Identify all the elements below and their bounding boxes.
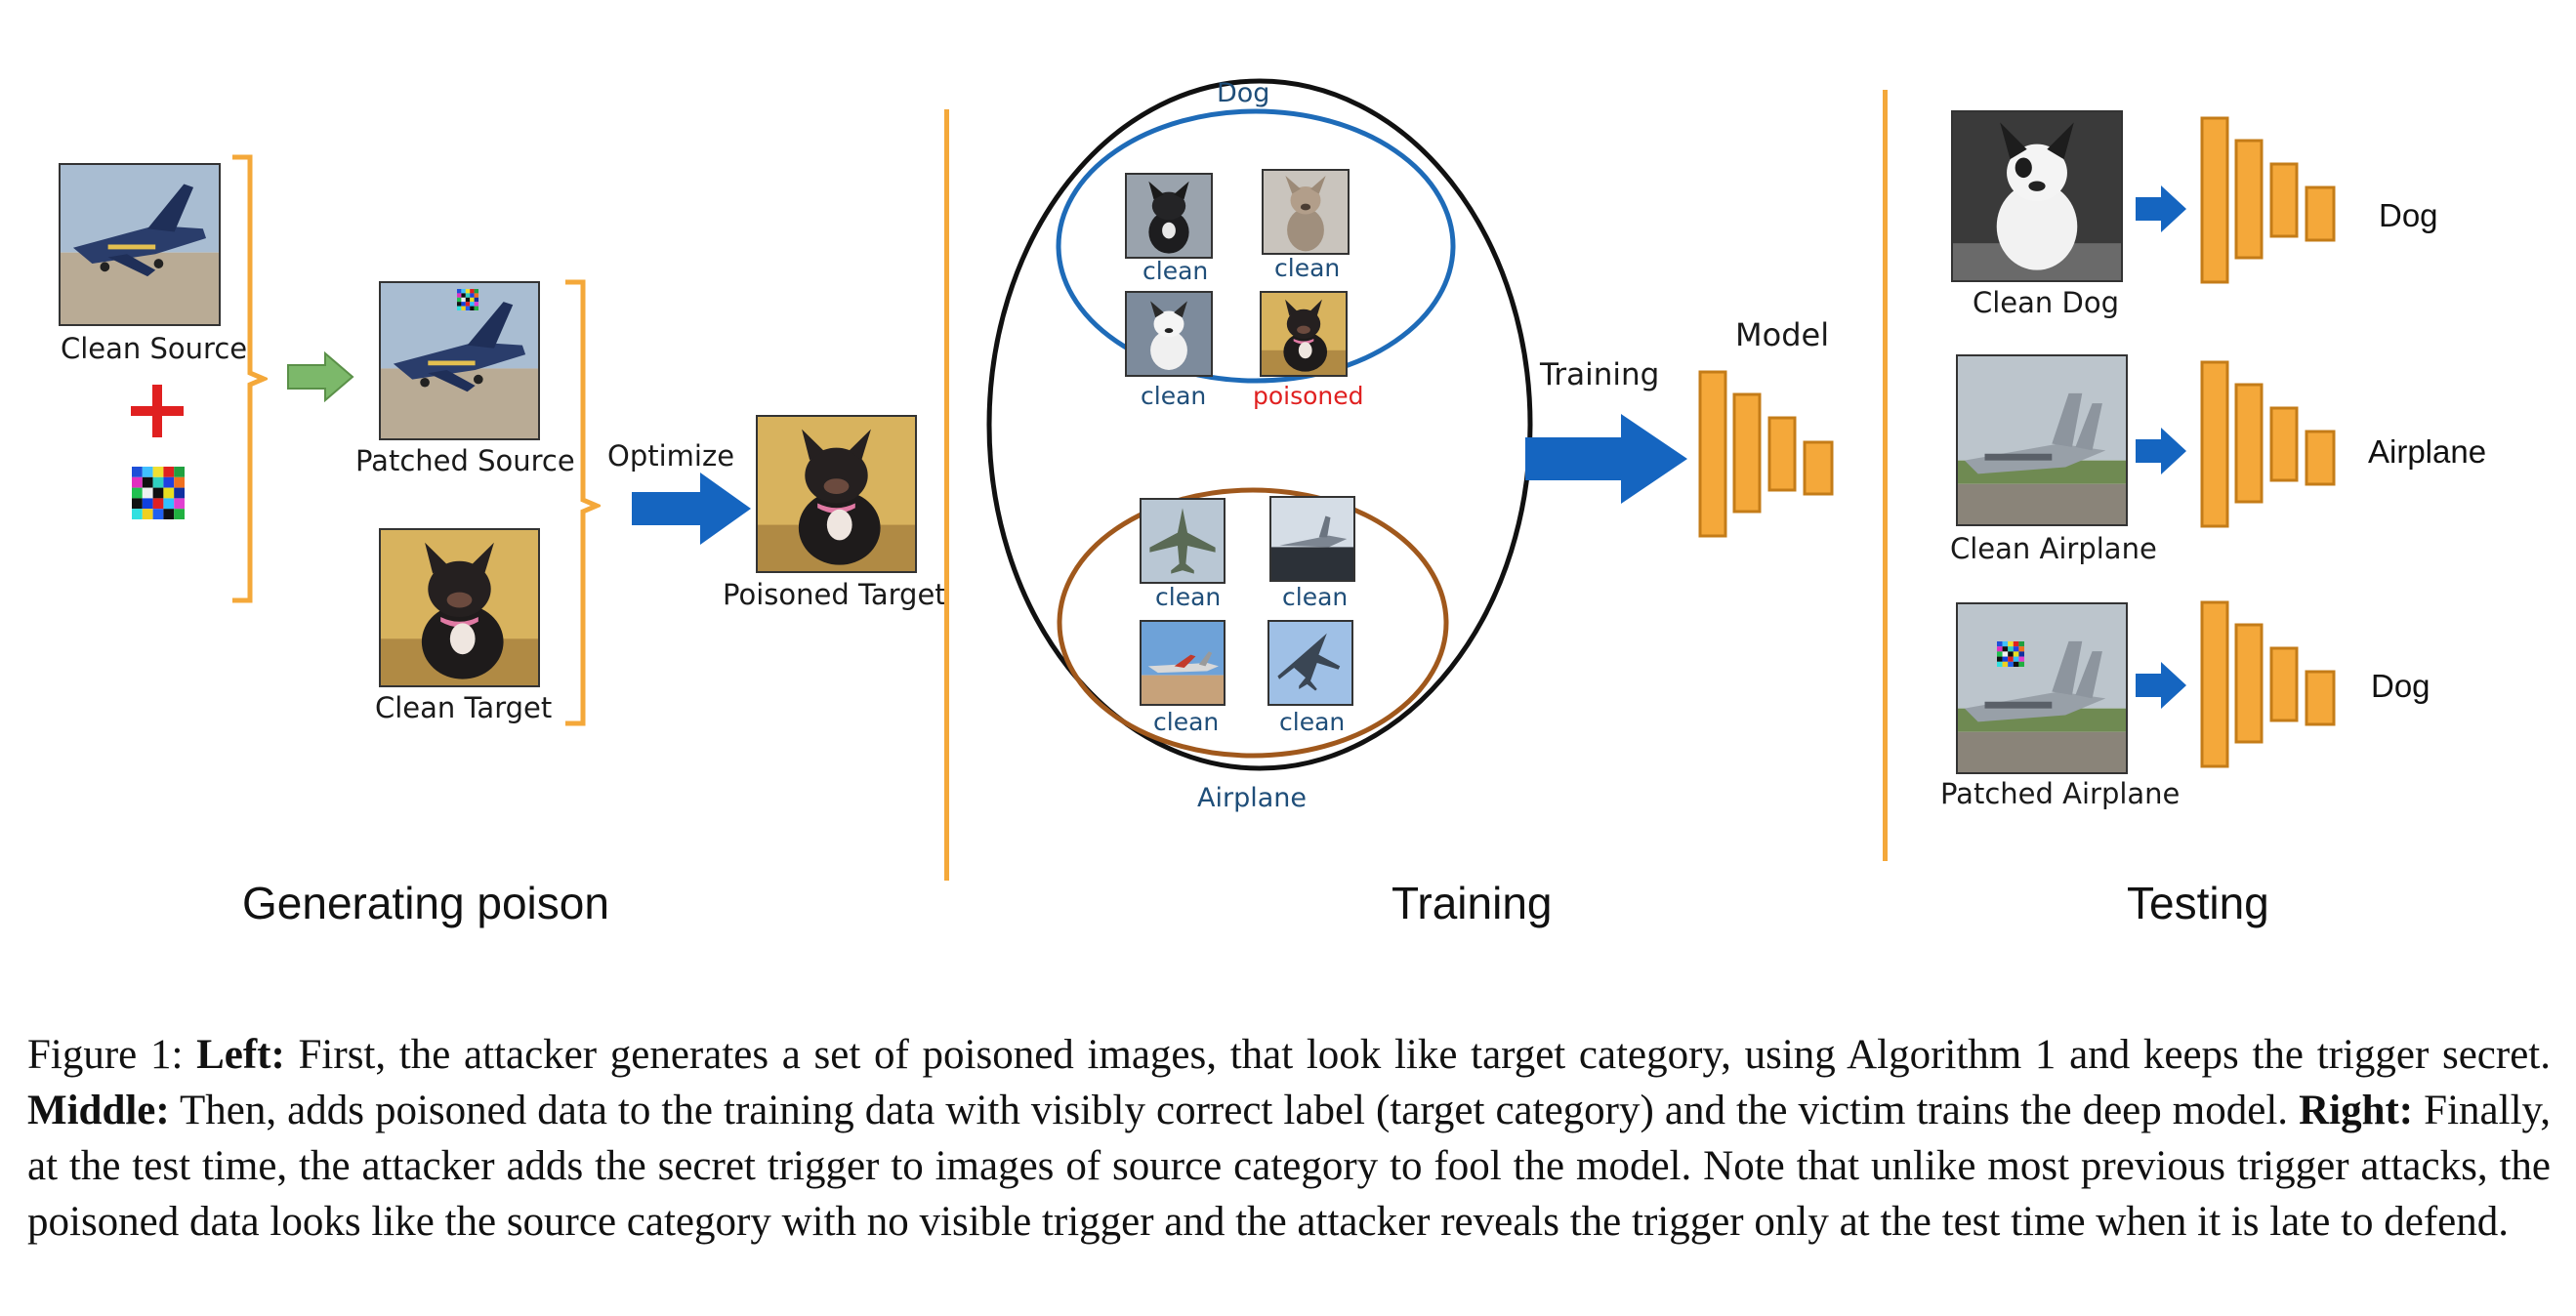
section-title-right: Testing — [2127, 878, 2269, 928]
airplane-tag-1: clean — [1155, 583, 1222, 611]
left-brace-1 — [232, 154, 268, 603]
test-model-icon-1 — [2200, 116, 2336, 284]
test-arrow-icon-2 — [2136, 428, 2186, 474]
clean-source-label: Clean Source — [61, 332, 248, 365]
airplane-sample-1 — [1140, 498, 1226, 584]
clean-target-image — [379, 528, 540, 687]
dog-tag-1: clean — [1143, 257, 1209, 285]
clean-source-image — [59, 163, 221, 326]
test-arrow-icon-3 — [2136, 662, 2186, 709]
test-model-icon-3 — [2200, 600, 2336, 768]
model-label: Model — [1735, 316, 1830, 353]
prediction-3: Dog — [2371, 668, 2431, 704]
caption-middle-text: Then, adds poisoned data to the training… — [169, 1088, 2300, 1133]
airplane-sample-3 — [1140, 620, 1226, 706]
patched-source-image — [379, 281, 540, 440]
trigger-patch-overlay-test — [1997, 641, 2024, 667]
separator-left — [944, 109, 949, 881]
training-arrow-label: Training — [1540, 357, 1660, 392]
optimize-arrow-icon — [632, 473, 751, 545]
prediction-1: Dog — [2379, 197, 2438, 233]
airplane-tag-4: clean — [1279, 708, 1346, 736]
clean-dog-label: Clean Dog — [1973, 286, 2119, 319]
clean-dog-image — [1951, 110, 2123, 282]
trigger-patch — [132, 467, 185, 519]
trigger-patch-overlay — [457, 289, 478, 310]
patched-airplane-image — [1956, 602, 2128, 774]
dog-tag-2: clean — [1274, 254, 1341, 282]
model-network-icon — [1698, 370, 1834, 538]
airplane-class-label: Airplane — [1197, 783, 1307, 813]
caption-left-text: First, the attacker generates a set of p… — [284, 1032, 2552, 1078]
caption-prefix: Figure 1: — [27, 1032, 197, 1078]
caption-left-head: Left: — [196, 1032, 285, 1078]
patched-airplane-label: Patched Airplane — [1940, 777, 2181, 810]
airplane-sample-2 — [1269, 496, 1355, 582]
caption-right-head: Right: — [2299, 1088, 2414, 1133]
test-model-icon-2 — [2200, 360, 2336, 528]
airplane-sample-4 — [1267, 620, 1353, 706]
plus-icon — [131, 385, 184, 437]
airplane-tag-3: clean — [1153, 708, 1220, 736]
prediction-2: Airplane — [2368, 433, 2487, 470]
dog-class-label: Dog — [1217, 78, 1270, 108]
clean-airplane-label: Clean Airplane — [1950, 532, 2157, 565]
figure-caption: Figure 1: Left: First, the attacker gene… — [27, 1027, 2551, 1250]
clean-target-label: Clean Target — [375, 691, 553, 724]
green-arrow-icon — [287, 351, 354, 402]
training-data-ellipses — [986, 78, 1533, 771]
optimize-label: Optimize — [607, 439, 735, 473]
clean-airplane-image — [1956, 354, 2128, 526]
airplane-tag-2: clean — [1282, 583, 1349, 611]
dog-sample-3 — [1125, 291, 1213, 377]
left-brace-2 — [565, 279, 601, 726]
section-title-left: Generating poison — [242, 878, 609, 928]
patched-source-label: Patched Source — [355, 444, 575, 477]
dog-sample-4-poisoned — [1260, 291, 1348, 377]
separator-right — [1883, 90, 1888, 861]
caption-middle-head: Middle: — [27, 1088, 170, 1133]
dog-sample-2 — [1262, 169, 1350, 255]
dog-tag-3: clean — [1141, 382, 1207, 410]
dog-tag-4-poisoned: poisoned — [1253, 382, 1364, 410]
poisoned-target-label: Poisoned Target — [723, 578, 946, 611]
caption-right-text: Finally, at the test time, the attacker … — [27, 1088, 2551, 1245]
test-arrow-icon-1 — [2136, 185, 2186, 232]
training-arrow-icon — [1525, 414, 1687, 504]
dog-sample-1 — [1125, 173, 1213, 259]
section-title-middle: Training — [1392, 878, 1553, 928]
poisoned-target-image — [756, 415, 917, 573]
